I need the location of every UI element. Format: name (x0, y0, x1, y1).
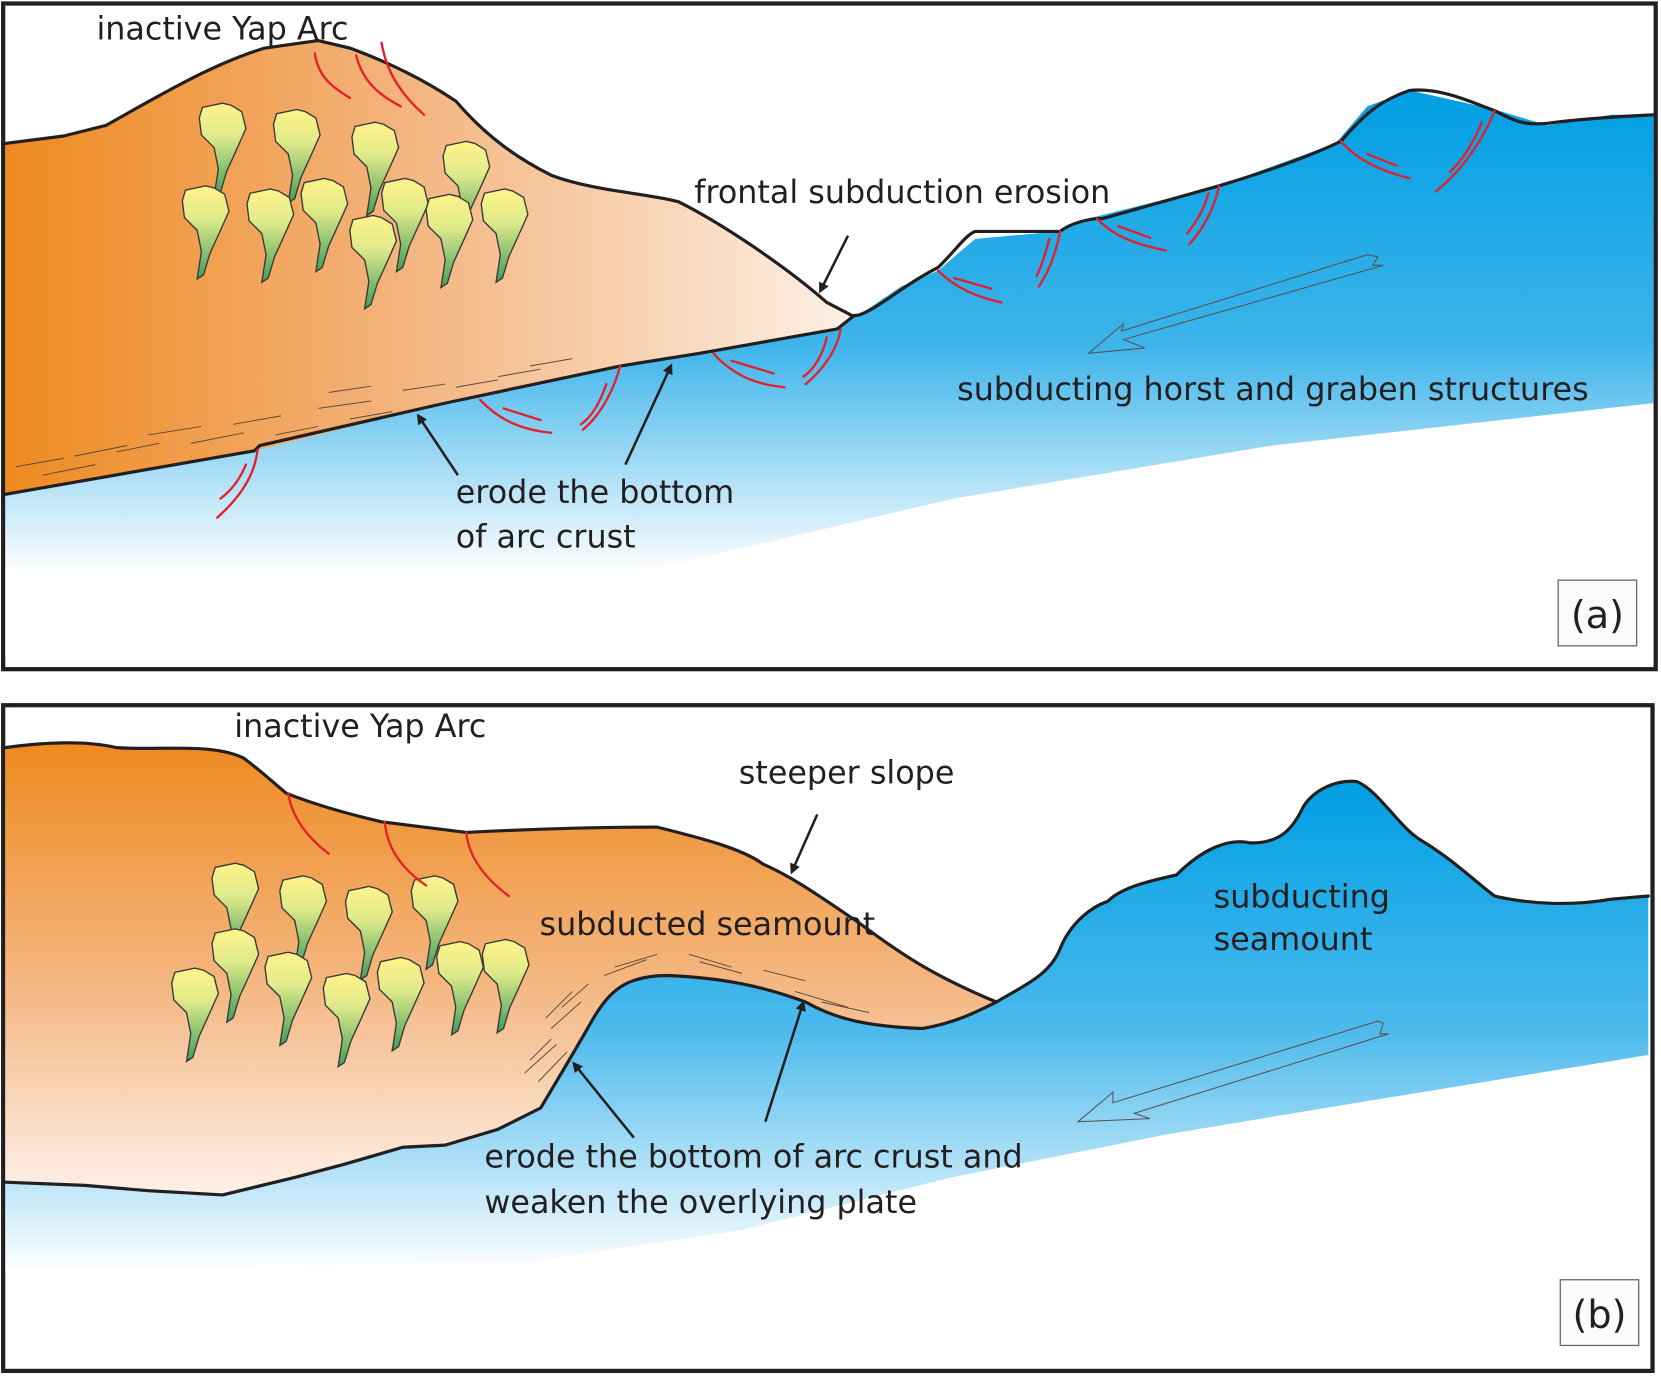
panel-b-decollement (3, 973, 998, 1197)
panel-a-frontal-arrow (819, 235, 850, 294)
panel-b-label-erode-1: erode the bottom of arc crust and (484, 1138, 1022, 1175)
panel-b-label-erode-2: weaken the overlying plate (484, 1184, 917, 1221)
panel-b-tag-box (1559, 1279, 1640, 1347)
panel-b-subducting-plate (5, 781, 1649, 1273)
panel-b-erode-arrow-left (572, 1061, 635, 1139)
panel-a-label-erode-1: erode the bottom (456, 474, 734, 511)
panel-b-label-subducting-1: subducting (1214, 879, 1390, 916)
panel-b-label-subducted: subducted seamount (540, 906, 876, 943)
panel-a-label-frontal: frontal subduction erosion (694, 174, 1110, 211)
panel-b-faults (287, 792, 510, 898)
panel-a: inactive Yap Arc frontal subduction eros… (1, 1, 1658, 672)
panel-b-erode-arrow-right (764, 1000, 806, 1123)
panel-a-tag: (a) (1571, 593, 1624, 637)
panel-b: inactive Yap Arc steeper slope subducted… (1, 703, 1655, 1374)
panel-b-label-steeper: steeper slope (739, 755, 955, 792)
panel-a-tag-box (1557, 579, 1638, 647)
panel-a-erode-arrow-left (416, 413, 459, 476)
panel-a-faults (216, 41, 1496, 519)
panel-a-shear-fabric (15, 358, 573, 476)
panel-a-subducting-plate (5, 90, 1654, 658)
panel-b-plate-surface (994, 779, 1650, 1004)
panel-b-tag: (b) (1573, 1292, 1627, 1336)
panel-a-arc-top (3, 39, 855, 318)
panel-a-label-arc: inactive Yap Arc (96, 11, 348, 48)
panel-b-shear-fabric (524, 953, 870, 1082)
panel-b-steeper-arrow (790, 813, 819, 875)
panel-a-label-horst: subducting horst and graben structures (957, 371, 1589, 408)
panel-b-arc-top (3, 741, 998, 1004)
panel-b-subduction-direction-arrow (1076, 1020, 1389, 1123)
panel-a-erode-arrow-right (624, 363, 673, 466)
panel-a-label-erode-2: of arc crust (456, 518, 636, 555)
panel-b-label-arc: inactive Yap Arc (234, 708, 486, 745)
panel-a-subduction-direction-arrow (1086, 254, 1384, 354)
panel-b-label-subducting-2: seamount (1214, 921, 1373, 958)
panel-a-decollement (3, 314, 855, 496)
